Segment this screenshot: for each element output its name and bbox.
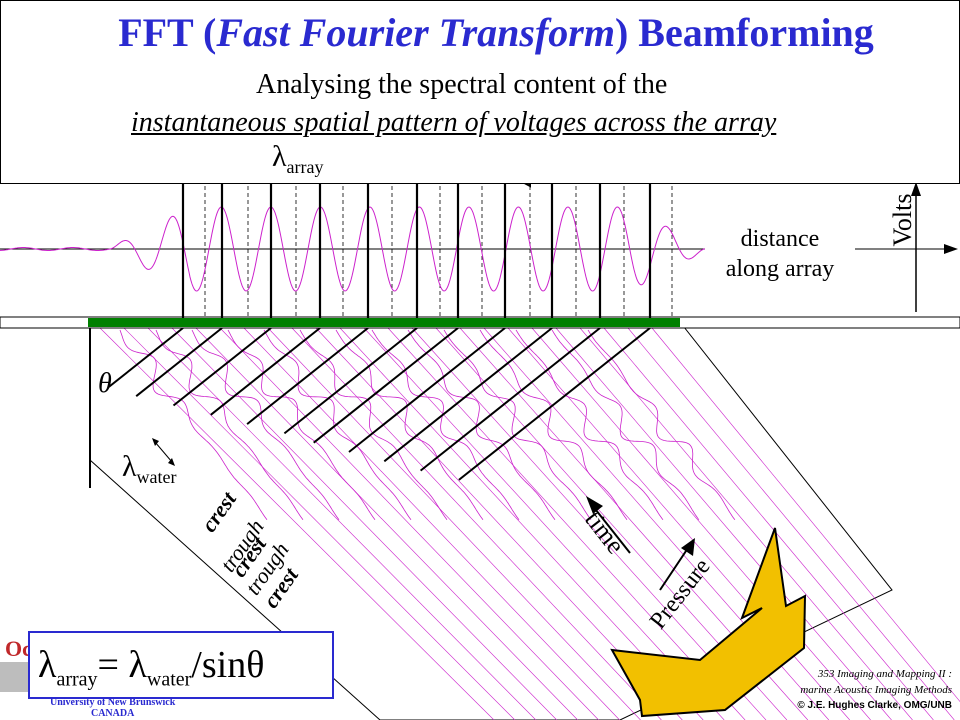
logo-partial-text: Oc [5,636,32,661]
strip-line-21 [603,327,934,720]
sample-dashed-lines [204,186,673,318]
distance-label-line1: distance [740,226,820,252]
volts-label: Volts [888,193,917,247]
pressure-wave-9 [443,329,592,520]
title-prefix: FFT ( [118,10,217,55]
credit-line-3: © J.E. Hughes Clarke, OMG/UNB [797,700,952,711]
strip-line-0 [99,327,495,720]
page-title: FFT (Fast Fourier Transform) Beamforming [1,9,960,56]
strip-line-4 [195,327,578,720]
formula-tail: /sinθ [191,644,265,686]
logo-shadow [0,662,28,692]
pressure-wave-3 [227,329,376,520]
wavefront-7 [348,327,506,453]
formula-rhs-sub: water [146,668,192,691]
distance-label: distance along array [705,224,855,284]
subtitle-line-1: Analysing the spectral content of the [256,69,668,100]
unb-university: University of New Brunswick [50,697,176,708]
formula: λarray= λwater/sinθ [38,644,265,691]
formula-lhs-sub: array [56,668,98,691]
pressure-wave-5 [299,329,448,520]
wavefront-0 [108,327,184,388]
lambda-water-dim [154,441,173,463]
volts-axis-arrowhead [911,182,921,196]
big-diagonal-arrow [610,527,807,718]
lambda-water-label: λwater [122,450,177,487]
strip-line-23 [651,327,960,703]
wavefronts [108,327,651,481]
wavefront-5 [283,327,418,435]
wavefront-4 [246,327,369,425]
wavefront-2 [172,327,272,407]
time-arrowhead [586,496,603,514]
strip-line-8 [291,327,662,720]
lambda-water-dim-b [168,458,175,466]
voltage-sine [0,206,706,292]
pressure-wave-0 [119,329,268,520]
pressure-waves [119,329,736,521]
title-suffix: ) Beamforming [614,10,874,55]
strip-line-12 [387,327,746,720]
title-italic: Fast Fourier Transform [216,10,615,55]
time-arrow [591,504,631,554]
pressure-wave-7 [371,329,520,520]
strip-line-5 [219,327,599,720]
pressure-arrowhead [681,538,695,556]
strip-line-6 [243,327,620,720]
pressure-wave-2 [191,329,340,520]
lambda-water-dim-a [152,438,159,446]
formula-eq: = λ [97,644,147,686]
wavefront-8 [383,327,553,463]
wavefront-6 [313,327,459,444]
pressure-wave-10 [479,329,628,520]
wavefront-9 [419,327,601,472]
unb-logo-text: University of New Brunswick CANADA [50,697,175,719]
unb-country: CANADA [90,708,135,719]
lambda-array-label: λarray [272,140,324,177]
pressure-wave-13 [587,329,736,521]
strip-line-3 [171,327,558,720]
title-box: FFT (Fast Fourier Transform) Beamforming… [0,0,960,184]
wavefront-3 [210,327,321,416]
wavefront-1 [135,327,223,397]
strip-line-19 [555,327,892,720]
strip-line-2 [147,327,537,720]
lambda-array-sub: array [286,157,324,177]
strip-line-7 [267,327,641,720]
subtitle-line-2: instantaneous spatial pattern of voltage… [131,107,777,138]
pressure-axis [659,544,691,591]
distance-label-line2: along array [725,256,835,282]
pressure-wave-8 [407,329,556,520]
formula-box: λarray= λwater/sinθ [28,631,334,699]
strip-line-22 [627,327,955,720]
voltage-wave [0,206,706,292]
lambda-water-sub: water [136,467,177,487]
credit-line-1: 353 Imaging and Mapping II : [817,668,952,680]
pressure-wave-11 [515,329,664,520]
theta-label: θ [98,368,112,399]
sample-solid-lines [181,183,652,318]
pressure-wave-12 [551,329,700,521]
array-elements-bar [88,318,680,327]
pressure-wave-6 [335,329,484,520]
distance-axis-arrowhead [944,244,958,254]
wavefront-10 [458,327,651,481]
credit-line-2: marine Acoustic Imaging Methods [800,684,952,696]
strip-line-18 [531,327,871,720]
